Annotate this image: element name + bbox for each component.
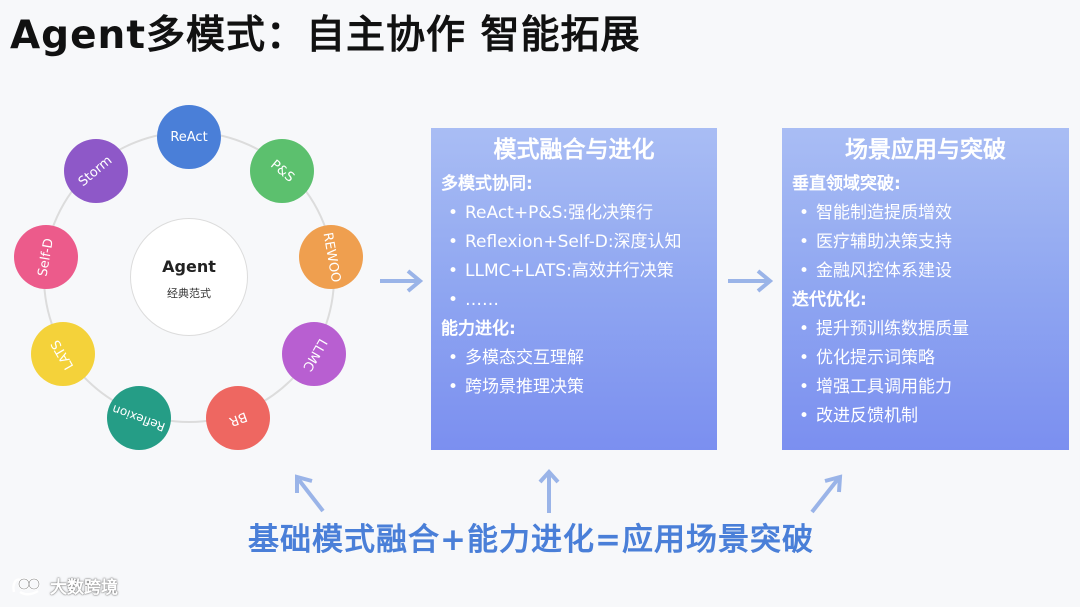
summary-equation: 基础模式融合+能力进化=应用场景突破 [248,522,814,558]
mode-fusion-body: 多模式协同: •ReAct+P&S:强化决策行 •Reflexion+Self-… [431,166,717,402]
list-item: •多模态交互理解 [441,344,711,373]
list-item: •智能制造提质增效 [792,199,1063,228]
node-lats: LATS [31,322,95,386]
bullet-icon: • [447,290,459,310]
bullet-icon: • [447,203,459,223]
list-item: •金融风控体系建设 [792,257,1063,286]
node-rewoo-label: REWOO [319,230,343,284]
bullet-icon: • [798,319,810,339]
list-item: •跨场景推理决策 [441,373,711,402]
mode-fusion-panel: 模式融合与进化 多模式协同: •ReAct+P&S:强化决策行 •Reflexi… [431,128,717,450]
arrow-bottom-to-wheel [295,474,325,513]
list-item: •优化提示词策略 [792,344,1063,373]
bullet-icon: • [447,377,459,397]
node-llmc-label: LLMC [298,335,330,373]
section-heading: 垂直领域突破: [792,174,901,194]
node-storm: Storm [64,139,128,203]
agent-center-subtitle: 经典范式 [167,287,211,300]
arrow-bottom-to-left-panel [538,469,560,513]
node-storm-label: Storm [76,152,116,190]
list-item: •增强工具调用能力 [792,373,1063,402]
list-item: •LLMC+LATS:高效并行决策 [441,257,711,286]
section-heading: 迭代优化: [792,290,867,310]
node-rewoo: REWOO [299,225,363,289]
list-item: •提升预训练数据质量 [792,315,1063,344]
scenario-application-title: 场景应用与突破 [845,137,1006,163]
bullet-icon: • [798,261,810,281]
bullet-icon: • [798,232,810,252]
bullet-icon: • [798,348,810,368]
node-reflexion-label: Reflexion [110,401,168,435]
node-ps: P&S [250,139,314,203]
list-item: •Reflexion+Self-D:深度认知 [441,228,711,257]
bullet-icon: • [447,232,459,252]
bullet-icon: • [447,261,459,281]
arrow-wheel-to-left-panel [380,269,424,293]
arrow-bottom-to-right-panel [810,474,843,514]
node-br: BR [206,386,270,450]
node-self-d-label: Self-D [35,236,57,278]
bullet-icon: • [798,406,810,426]
watermark-logo: 大数跨境 [10,572,118,598]
node-reflexion: Reflexion [107,386,171,450]
node-lats-label: LATS [48,336,78,372]
bullet-icon: • [447,348,459,368]
node-react: ReAct [157,105,221,169]
node-llmc: LLMC [282,322,346,386]
logo-text: 大数跨境 [50,577,118,598]
arrow-left-panel-to-right-panel [728,269,774,293]
list-item: •改进反馈机制 [792,402,1063,431]
section-heading: 多模式协同: [441,174,533,194]
page-title: Agent多模式：自主协作 智能拓展 [10,13,641,58]
mode-fusion-title: 模式融合与进化 [493,137,655,163]
list-item: •ReAct+P&S:强化决策行 [441,199,711,228]
list-item: •…… [441,286,711,315]
section-heading: 能力进化: [441,319,516,339]
scenario-application-panel: 场景应用与突破 垂直领域突破: •智能制造提质增效 •医疗辅助决策支持 •金融风… [782,128,1069,450]
bullet-icon: • [798,377,810,397]
agent-center-circle: Agent 经典范式 [130,218,248,336]
list-item: •医疗辅助决策支持 [792,228,1063,257]
scenario-application-body: 垂直领域突破: •智能制造提质增效 •医疗辅助决策支持 •金融风控体系建设 迭代… [782,166,1069,431]
node-react-label: ReAct [170,129,208,145]
node-ps-label: P&S [267,156,297,186]
bullet-icon: • [798,203,810,223]
node-br-label: BR [226,407,249,429]
node-self-d: Self-D [14,225,78,289]
agent-center-title: Agent [162,257,216,276]
logo-icon [12,577,41,596]
